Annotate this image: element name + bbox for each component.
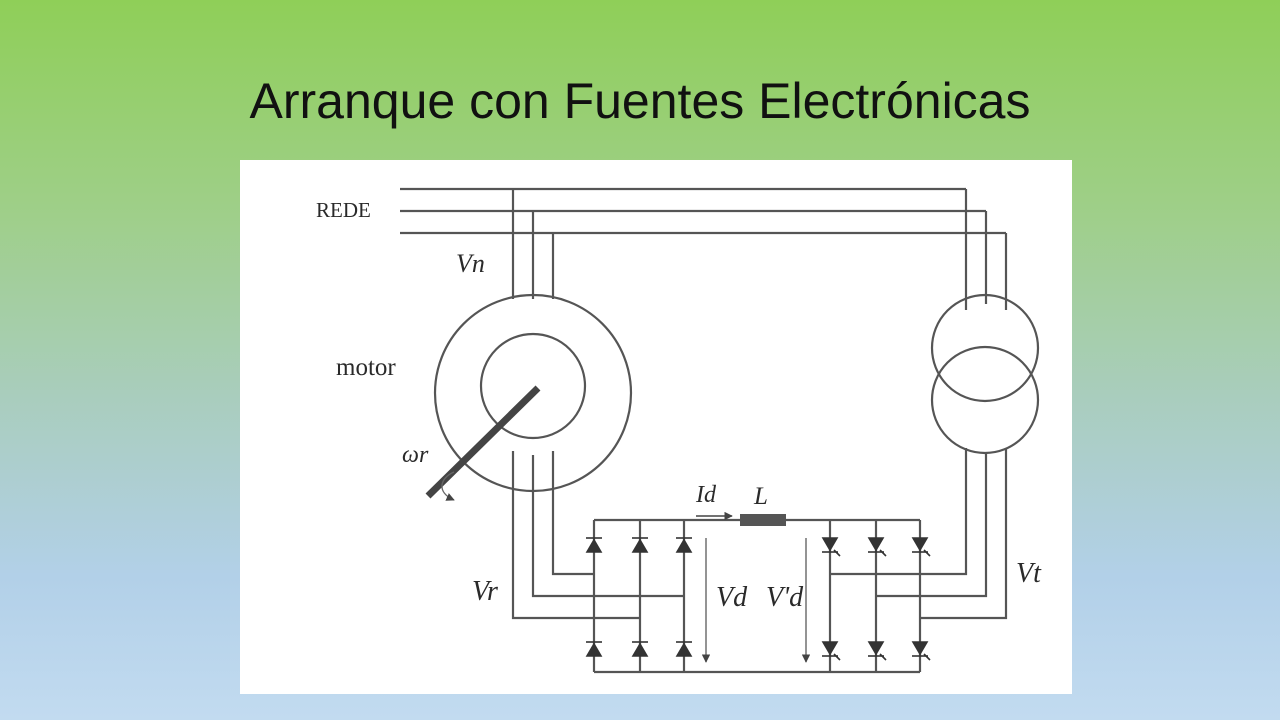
vt-label: Vt bbox=[1016, 558, 1042, 589]
transformer-secondary-leads bbox=[830, 448, 1008, 620]
stator-leads bbox=[511, 189, 555, 299]
vd-label: Vd bbox=[716, 582, 748, 613]
circuit-figure: REDE Vn motor ωr Vr Id L Vd V'd Vt bbox=[240, 160, 1072, 694]
id-label: Id bbox=[695, 482, 717, 508]
rotor-shaft bbox=[425, 385, 541, 499]
inverter-thyristors bbox=[821, 537, 931, 661]
grid-label: REDE bbox=[316, 198, 371, 222]
transformer-primary bbox=[930, 293, 1040, 403]
rectifier-diodes bbox=[585, 537, 693, 657]
dc-bus bbox=[594, 518, 920, 674]
rotation-arrow bbox=[441, 471, 455, 501]
inductor-label: L bbox=[753, 483, 768, 510]
rotor-leads bbox=[511, 451, 684, 620]
grid-lines bbox=[400, 187, 1006, 235]
transformer-primary-leads bbox=[964, 189, 1008, 310]
omega-label: ωr bbox=[402, 442, 429, 468]
circuit-diagram: REDE Vn motor ωr Vr Id L Vd V'd Vt bbox=[316, 187, 1042, 674]
slide-title: Arranque con Fuentes Electrónicas bbox=[249, 73, 1031, 129]
vd-prime-label: V'd bbox=[766, 582, 804, 613]
motor-label: motor bbox=[336, 354, 396, 381]
motor-rotor bbox=[479, 332, 587, 440]
vn-label: Vn bbox=[456, 249, 485, 278]
vr-label: Vr bbox=[472, 576, 498, 607]
inductor-symbol bbox=[740, 514, 786, 526]
